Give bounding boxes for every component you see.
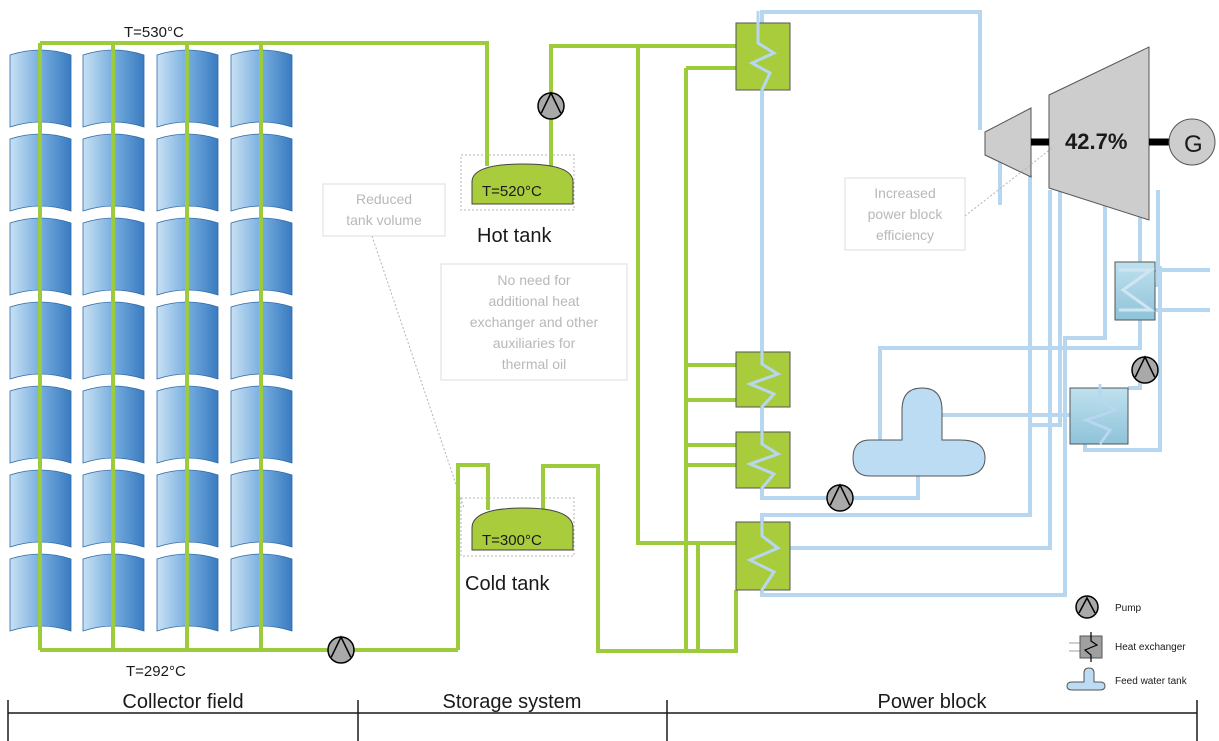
no-need-line-1: No need for xyxy=(497,272,570,288)
section-collector-field: Collector field xyxy=(122,691,243,713)
condensate-pump xyxy=(1131,355,1159,384)
hot-tank-label: Hot tank xyxy=(477,225,552,247)
efficiency-note: Increased power block efficiency xyxy=(844,147,1053,251)
efficiency-line-3: efficiency xyxy=(876,227,934,243)
no-need-line-5: thermal oil xyxy=(502,356,567,372)
heat-exchanger-superheater xyxy=(735,11,791,105)
steam-turbine xyxy=(984,46,1170,221)
section-power-block: Power block xyxy=(878,691,988,713)
cold-tank-temperature: T=300°C xyxy=(482,532,542,549)
heat-exchanger-reheater xyxy=(735,350,791,412)
reduced-tank-note: Reduced tank volume xyxy=(322,183,465,509)
field-inlet-temperature: T=292°C xyxy=(126,663,186,680)
legend: Pump Heat exchanger Feed water tank xyxy=(1066,595,1188,691)
legend-feed-water-tank-icon xyxy=(1066,667,1106,691)
field-outlet-temperature: T=530°C xyxy=(124,24,184,41)
feedwater-heater xyxy=(1069,384,1129,445)
collector-field-piping xyxy=(38,41,489,652)
generator xyxy=(1168,118,1216,166)
heat-exchanger-preheater xyxy=(735,520,791,594)
reduced-tank-line-1: Reduced xyxy=(356,191,412,207)
legend-heat-exchanger-icon xyxy=(1069,632,1103,662)
hot-tank-temperature: T=520°C xyxy=(482,183,542,200)
legend-pump-label: Pump xyxy=(1115,603,1142,614)
turbine-efficiency: 42.7% xyxy=(1065,129,1127,154)
efficiency-line-1: Increased xyxy=(874,185,935,201)
no-need-note: No need for additional heat exchanger an… xyxy=(440,263,628,381)
no-need-line-2: additional heat xyxy=(488,293,579,309)
hot-tank xyxy=(460,154,575,211)
legend-feed-water-tank-label: Feed water tank xyxy=(1115,676,1188,687)
efficiency-line-2: power block xyxy=(868,206,944,222)
cold-tank xyxy=(460,497,575,557)
cold-loop-pump xyxy=(327,635,355,664)
collector-mirror-field xyxy=(9,49,293,632)
cold-tank-label: Cold tank xyxy=(465,573,550,595)
feedwater-pump xyxy=(826,483,854,512)
molten-salt-piping xyxy=(456,44,738,653)
section-ruler xyxy=(7,700,1198,741)
section-storage-system: Storage system xyxy=(443,691,582,713)
water-steam-piping xyxy=(760,10,1210,597)
heat-exchanger-evaporator xyxy=(735,430,791,492)
no-need-line-3: exchanger and other xyxy=(470,314,599,330)
no-need-line-4: auxiliaries for xyxy=(493,335,576,351)
reduced-tank-line-2: tank volume xyxy=(346,212,422,228)
legend-heat-exchanger-label: Heat exchanger xyxy=(1115,642,1186,653)
generator-label: G xyxy=(1184,131,1203,158)
condenser xyxy=(1114,261,1156,321)
hot-tank-pump xyxy=(537,91,565,120)
feed-water-tank xyxy=(852,387,986,477)
legend-pump-icon xyxy=(1075,595,1099,619)
